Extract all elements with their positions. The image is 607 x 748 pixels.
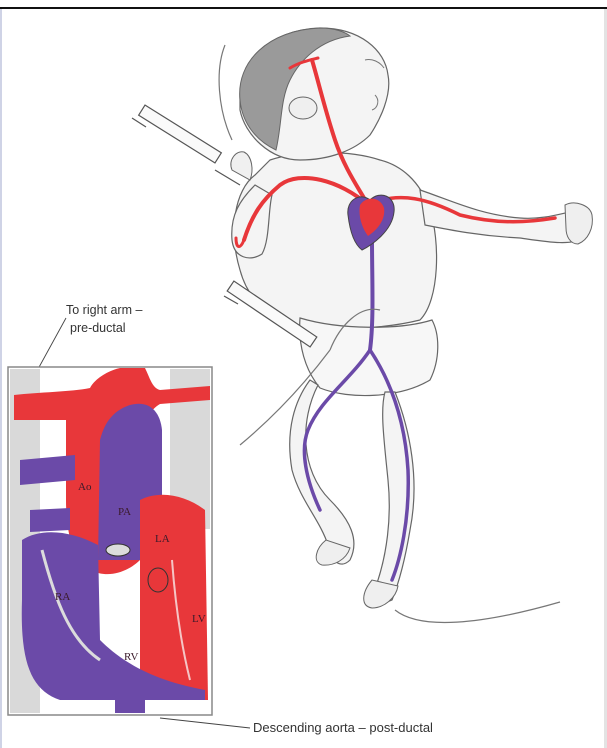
- heart-label-la: LA: [155, 533, 170, 545]
- heart-label-rv: RV: [124, 651, 138, 663]
- post-ductal-label: Descending aorta – post-ductal: [253, 720, 433, 736]
- heart-inset: Ao PA LA RA RV LV: [8, 367, 212, 715]
- heart-label-lv: LV: [192, 613, 206, 625]
- pre-ductal-label-line2: pre-ductal: [70, 320, 126, 336]
- pre-ductal-label-line1: To right arm –: [66, 302, 142, 318]
- heart-label-pa: PA: [118, 506, 131, 518]
- heart-label-ra: RA: [55, 591, 70, 603]
- heart-label-ao: Ao: [78, 481, 92, 493]
